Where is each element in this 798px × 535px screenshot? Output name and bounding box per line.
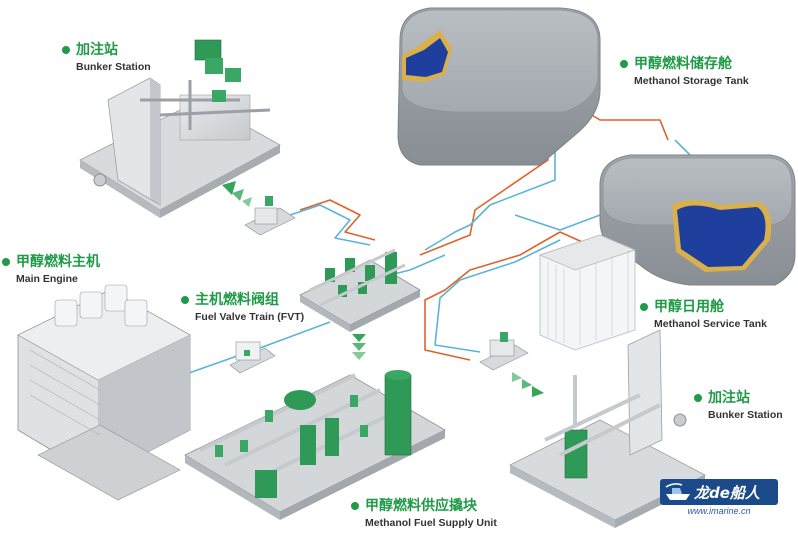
methanol-service-tank <box>538 234 637 351</box>
watermark: 龙de船人 www.imarine.cn <box>660 479 778 519</box>
label-en: Methanol Fuel Supply Unit <box>365 517 497 529</box>
watermark-text: 龙de船人 <box>694 484 760 502</box>
label-en: Methanol Storage Tank <box>634 75 749 87</box>
label-methanol-storage-tank: 甲醇燃料储存舱 Methanol Storage Tank <box>620 56 749 87</box>
label-dot <box>351 502 359 510</box>
label-cn: 主机燃料阀组 <box>195 292 279 308</box>
main-engine <box>17 284 191 501</box>
label-en: Fuel Valve Train (FVT) <box>195 311 305 323</box>
fuel-valve-train <box>299 248 421 332</box>
label-dot <box>62 46 70 54</box>
transfer-pump-unit <box>244 196 296 236</box>
flow-arrow-fvt-to-fsu <box>352 334 366 360</box>
bunker-station-left <box>79 39 281 218</box>
methanol-tank-right <box>599 154 796 286</box>
methanol-storage-tank <box>397 7 601 166</box>
label-bunker-station-right: 加注站 Bunker Station <box>694 390 783 421</box>
label-dot <box>181 296 189 304</box>
label-en: Bunker Station <box>76 61 151 73</box>
label-dot <box>694 394 702 402</box>
methanol-fuel-supply-unit <box>184 370 446 520</box>
flow-arrow-to-bunker-left <box>222 181 252 207</box>
label-main-engine: 甲醇燃料主机 Main Engine <box>2 254 100 285</box>
label-cn: 甲醇燃料主机 <box>16 254 100 270</box>
label-methanol-fuel-supply-unit: 甲醇燃料供应撬块 Methanol Fuel Supply Unit <box>351 498 497 529</box>
label-en: Bunker Station <box>708 409 783 421</box>
watermark-url: www.imarine.cn <box>687 506 751 516</box>
label-methanol-service-tank: 甲醇日用舱 Methanol Service Tank <box>640 299 767 330</box>
label-en: Main Engine <box>16 273 78 285</box>
flow-arrow-to-bunker-right <box>512 372 544 397</box>
label-cn: 甲醇燃料供应撬块 <box>365 498 477 514</box>
fvt-secondary-unit <box>229 341 276 374</box>
label-dot <box>2 258 10 266</box>
service-pump-unit <box>479 332 529 371</box>
label-cn: 加注站 <box>76 42 118 58</box>
watermark-logo: 龙de船人 <box>660 479 778 505</box>
label-dot <box>640 303 648 311</box>
label-bunker-station-left: 加注站 Bunker Station <box>62 42 151 73</box>
label-dot <box>620 60 628 68</box>
label-fuel-valve-train: 主机燃料阀组 Fuel Valve Train (FVT) <box>181 292 304 323</box>
label-cn: 甲醇日用舱 <box>654 299 724 315</box>
ship-icon <box>665 483 690 500</box>
label-cn: 甲醇燃料储存舱 <box>634 56 732 72</box>
label-cn: 加注站 <box>708 390 750 406</box>
label-en: Methanol Service Tank <box>654 318 768 330</box>
